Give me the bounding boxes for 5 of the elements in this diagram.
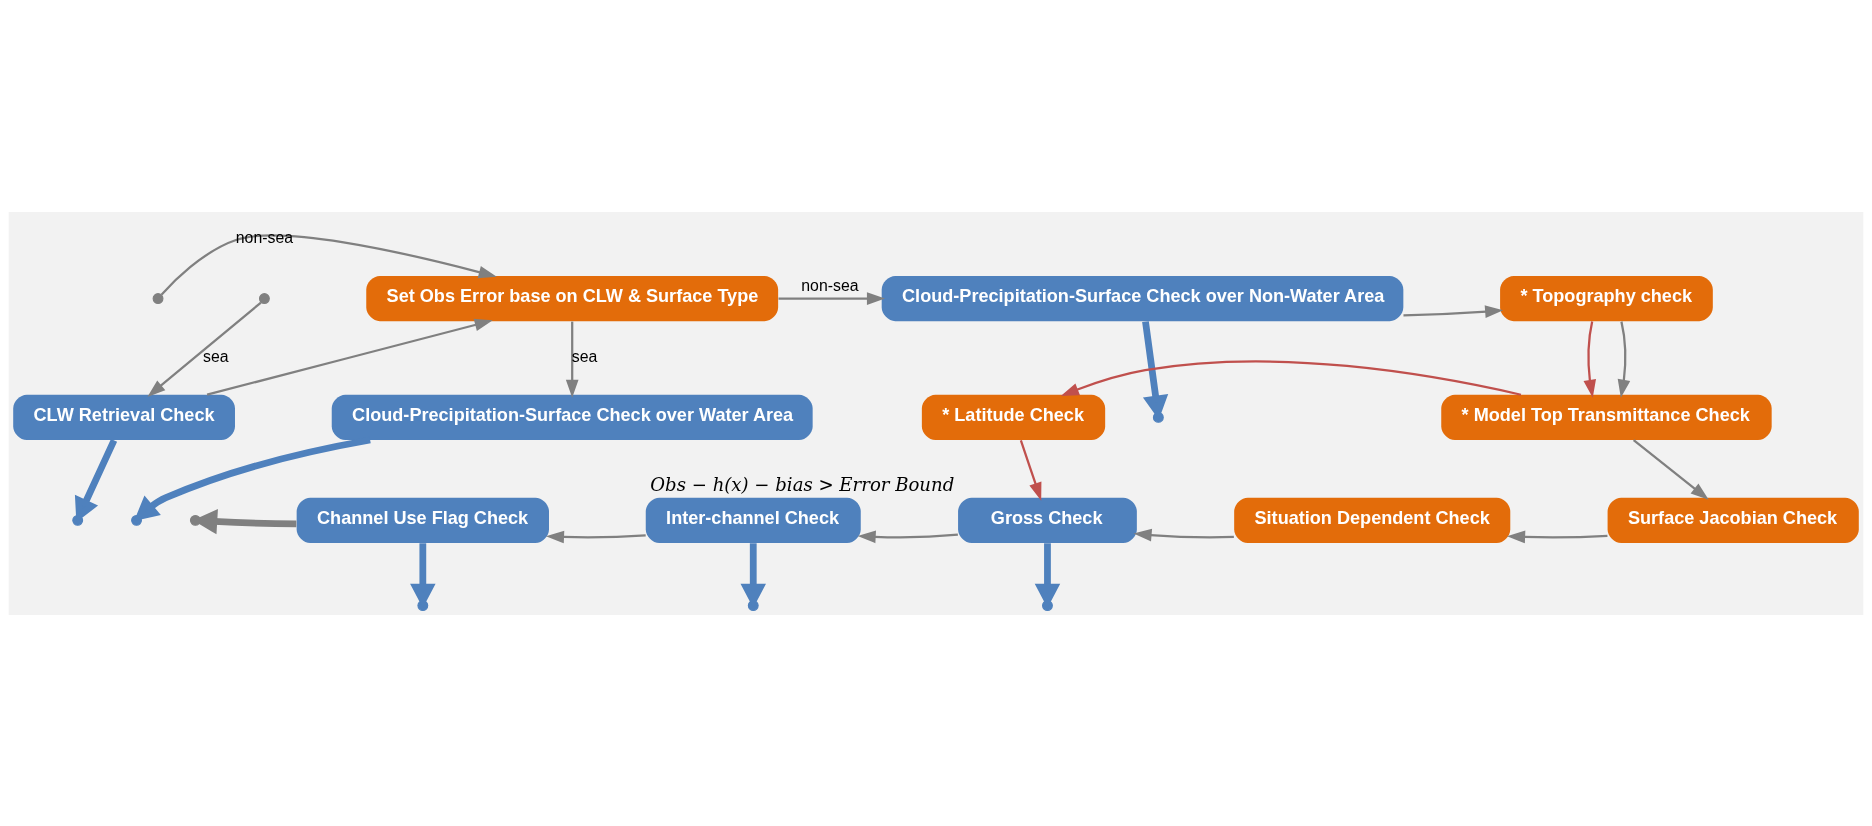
edge-label: non-sea [235, 228, 294, 246]
edge-label: non-sea [801, 276, 859, 294]
edge-label: sea [571, 347, 598, 365]
node-label: Obs − h(x) − bias > Error Bound [650, 473, 955, 495]
edge-label: sea [202, 347, 229, 365]
